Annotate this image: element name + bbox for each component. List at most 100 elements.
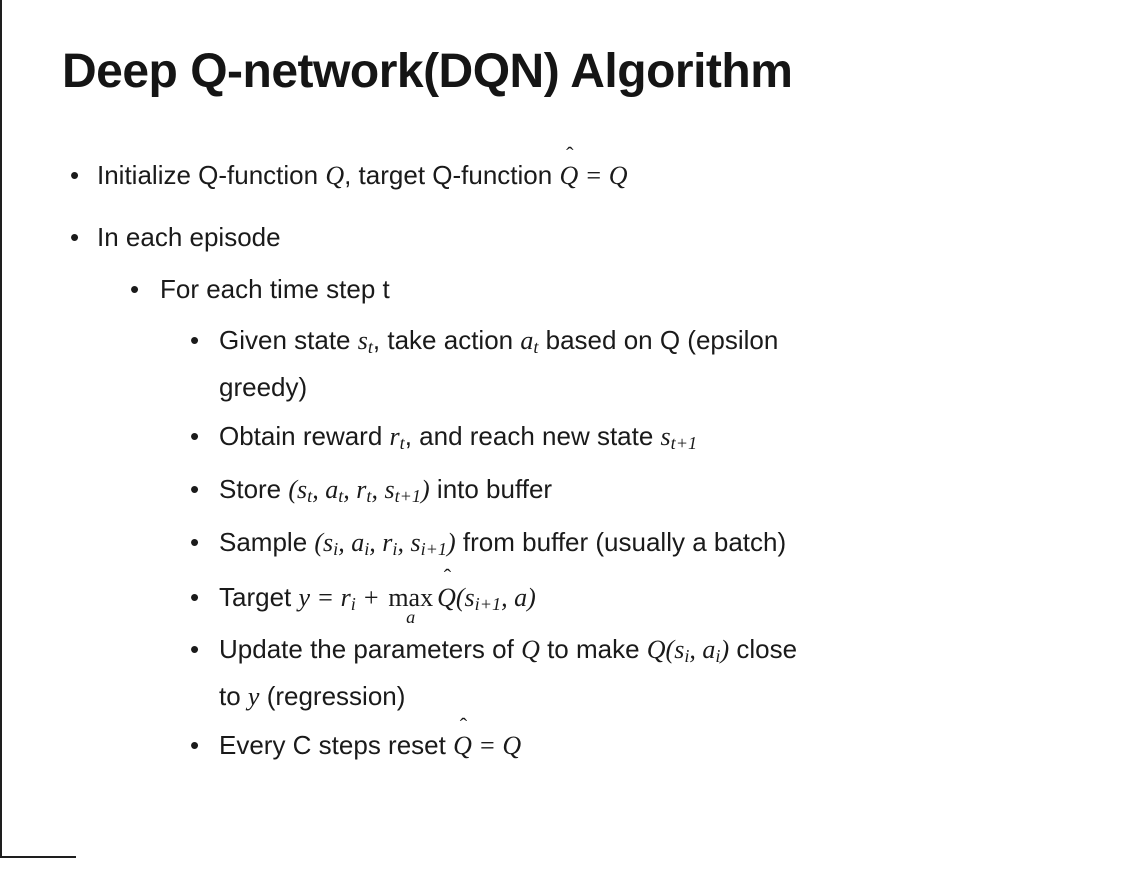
math-run: , a) (501, 583, 536, 612)
bullet-icon: • (190, 421, 200, 451)
list-item: • In each episode (0, 214, 1124, 260)
math-run: Q (608, 161, 628, 190)
bullet-icon: • (190, 582, 200, 612)
math-run: Q (521, 635, 540, 665)
bullet-icon: • (190, 474, 200, 504)
math-run: = (578, 161, 609, 190)
math-run: i+1 (420, 539, 448, 559)
math-run: s (660, 422, 671, 451)
math-run: y = r (298, 583, 351, 612)
math-run: t+1 (670, 433, 698, 453)
math-run: i (392, 539, 398, 559)
max-label: max (388, 583, 434, 612)
bullet-text: Store (st, at, rt, st+1) into buffer (219, 466, 552, 513)
bullet-text: Obtain reward rt, and reach new state st… (219, 413, 697, 460)
math-run: i (350, 594, 356, 614)
math-run: , s (371, 475, 395, 504)
math-run: , a (312, 475, 339, 504)
bullet-icon: • (190, 325, 200, 355)
math-run: t (307, 486, 313, 506)
hat-accent: ˆ (459, 712, 468, 738)
text-run: from buffer (usually a batch) (455, 527, 787, 557)
bullet-icon: • (70, 222, 80, 252)
text-run: into buffer (429, 474, 553, 504)
math-run: t (367, 337, 373, 357)
text-run: to make (539, 634, 647, 665)
math-run: , r (343, 475, 367, 504)
text-run: (regression) (259, 681, 406, 712)
math-symbol: Q (559, 161, 579, 190)
text-run: , and reach new state (404, 421, 661, 451)
list-item: •Sample (si, ai, ri, si+1) from buffer (… (0, 519, 1124, 566)
math-run: i (333, 539, 339, 559)
text-run: Obtain reward (219, 421, 390, 451)
bullet-text: In each episode (97, 214, 281, 260)
bullet-icon: • (130, 274, 140, 304)
math-symbol: Q (453, 731, 472, 761)
text-run: , target Q-function (344, 160, 560, 190)
math-run: + (355, 583, 387, 612)
text-run: Target (219, 582, 299, 612)
hat-accent: ˆ (443, 564, 452, 590)
slide-border-left (0, 0, 2, 858)
list-item: •Obtain reward rt, and reach new state s… (0, 413, 1124, 460)
list-item: •Initialize Q-function Q, target Q-funct… (0, 144, 1124, 199)
max-subscript: a (406, 607, 416, 628)
text-run: Given state (219, 325, 358, 355)
list-item: •Update the parameters of Q to make Q(si… (0, 626, 1124, 720)
text-run: based on Q (epsilon (538, 325, 779, 355)
list-item: • For each time step t (0, 266, 1124, 312)
text-run: , take action (372, 325, 521, 355)
math-run: t (366, 486, 372, 506)
math-symbol: Q (437, 583, 456, 612)
bullet-text: Given state st, take action at based on … (219, 317, 778, 410)
text-run: For each time step t (160, 274, 390, 304)
math-run: = (471, 731, 503, 761)
text-run: In each episode (97, 222, 281, 252)
math-run: ) (447, 528, 456, 557)
math-run: (s (314, 528, 334, 557)
bullet-text: Sample (si, ai, ri, si+1) from buffer (u… (219, 519, 786, 566)
math-run: Q (325, 161, 345, 190)
math-run: i (684, 646, 690, 667)
bullet-text: Initialize Q-function Q, target Q-functi… (97, 144, 628, 199)
math-run: i (715, 646, 721, 667)
math-run: , s (397, 528, 421, 557)
bullet-icon: • (190, 730, 200, 761)
math-run: a (520, 326, 534, 355)
math-run: s (357, 326, 368, 355)
text-run: Update the parameters of (219, 634, 522, 665)
math-run: t (399, 433, 405, 453)
text-run: to (219, 681, 248, 712)
page-title: Deep Q-network(DQN) Algorithm (62, 45, 793, 98)
math-run: ) (720, 635, 730, 665)
text-run: Store (219, 474, 289, 504)
text-run: Sample (219, 527, 315, 557)
math-run: , a (338, 528, 365, 557)
text-run: close (729, 634, 798, 665)
math-run: ) (421, 475, 430, 504)
math-run: Q(s (646, 635, 685, 665)
text-run: greedy) (219, 372, 308, 402)
math-run: t (533, 337, 539, 357)
hat-accent: ˆ (566, 142, 574, 168)
list-item: •Given state st, take action at based on… (0, 317, 1124, 410)
math-run: t+1 (394, 486, 422, 506)
math-run: , r (369, 528, 393, 557)
math-run: (s (288, 475, 308, 504)
text-run: Every C steps reset (219, 730, 454, 761)
bullet-list: • Initialize Q-function Q, target Q-funct… (0, 144, 1124, 769)
math-run: (s (455, 583, 475, 612)
bullet-text: Update the parameters of Q to make Q(si,… (219, 626, 797, 720)
math-run: y (247, 682, 260, 712)
bullet-icon: • (190, 634, 200, 665)
bullet-text: For each time step t (160, 266, 390, 312)
